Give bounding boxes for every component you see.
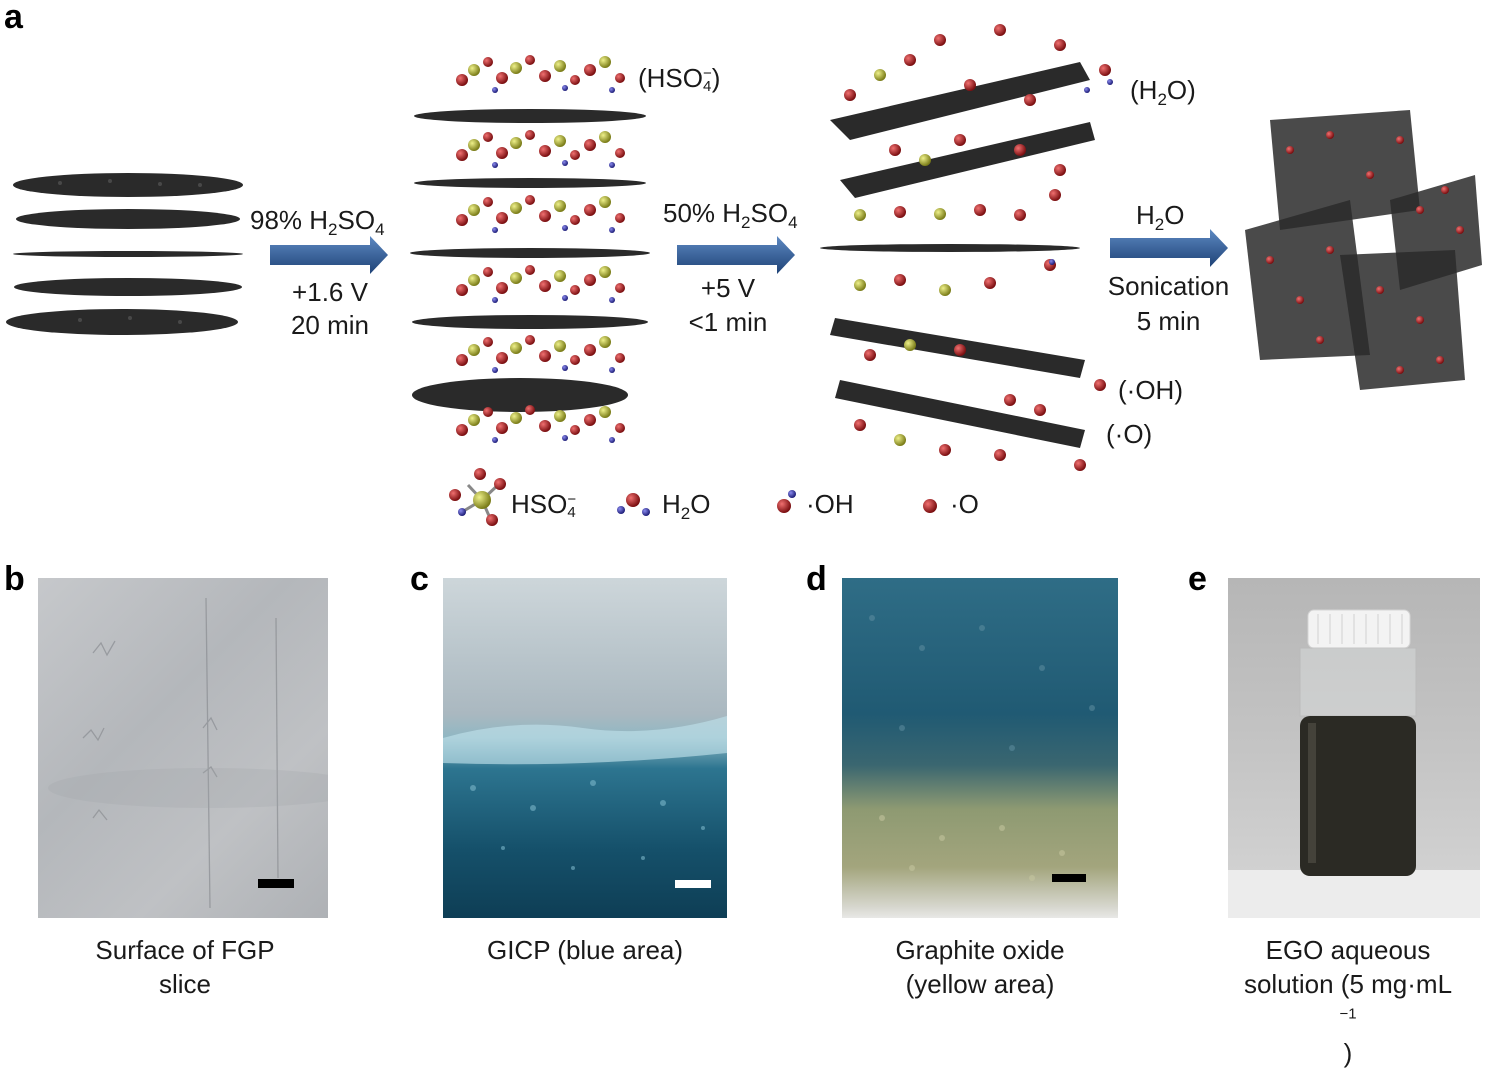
legend-hso4-molecule — [449, 468, 506, 526]
exfoliated-sheets — [1245, 110, 1482, 390]
step3-process: Sonication — [1107, 271, 1230, 301]
scale-bar — [1052, 874, 1086, 882]
step3-time: 5 min — [1136, 306, 1201, 336]
label-o: (·O) — [1106, 419, 1153, 449]
panel-label-c: c — [410, 560, 429, 598]
legend-h2o-molecule — [617, 493, 650, 516]
legend-h2o-text: H2O — [662, 489, 711, 524]
vial-cap — [1307, 609, 1411, 649]
step3-reagent: H2O — [1136, 200, 1185, 235]
legend-oh-molecule — [777, 490, 796, 513]
oxidized-stack — [820, 24, 1113, 471]
step1-reagent: 98% H2SO4 — [250, 205, 385, 240]
label-hso4: (HSO−4) — [638, 63, 721, 96]
photo-fgp-surface — [38, 578, 328, 918]
panel-label-b: b — [4, 560, 25, 598]
graphite-stack — [6, 173, 243, 335]
legend-o-molecule — [923, 499, 937, 513]
label-oh: (·OH) — [1118, 375, 1183, 405]
step2-time: <1 min — [688, 307, 768, 337]
legend-o-text: ·O — [950, 489, 979, 519]
intercalated-stack — [410, 55, 650, 443]
step1-voltage: +1.6 V — [292, 277, 368, 307]
panel-a-diagram — [6, 24, 1482, 526]
legend-hso4-text: HSO−4 — [511, 489, 577, 522]
legend-oh-text: ·OH — [806, 489, 854, 519]
panel-label-e: e — [1188, 560, 1207, 598]
scale-bar — [675, 880, 711, 888]
photo-graphite-oxide — [842, 578, 1118, 918]
caption-d: Graphite oxide(yellow area) — [895, 935, 1065, 1000]
step2-reagent: 50% H2SO4 — [663, 198, 798, 233]
arrow-step1 — [270, 236, 388, 274]
vial-liquid — [1300, 716, 1416, 876]
panel-label-d: d — [806, 560, 827, 598]
arrow-step3 — [1110, 229, 1228, 267]
scale-bar — [258, 879, 294, 888]
label-h2o: (H2O) — [1130, 75, 1196, 110]
panel-label-a: a — [4, 0, 23, 36]
arrow-step2 — [677, 236, 795, 274]
step1-time: 20 min — [290, 310, 370, 340]
photo-ego-solution — [1228, 578, 1480, 918]
caption-e: EGO aqueous solution (5 mg·mL−1) — [1243, 935, 1453, 1068]
caption-c: GICP (blue area) — [486, 935, 684, 965]
step2-voltage: +5 V — [700, 273, 756, 303]
photo-gicp — [443, 578, 727, 918]
